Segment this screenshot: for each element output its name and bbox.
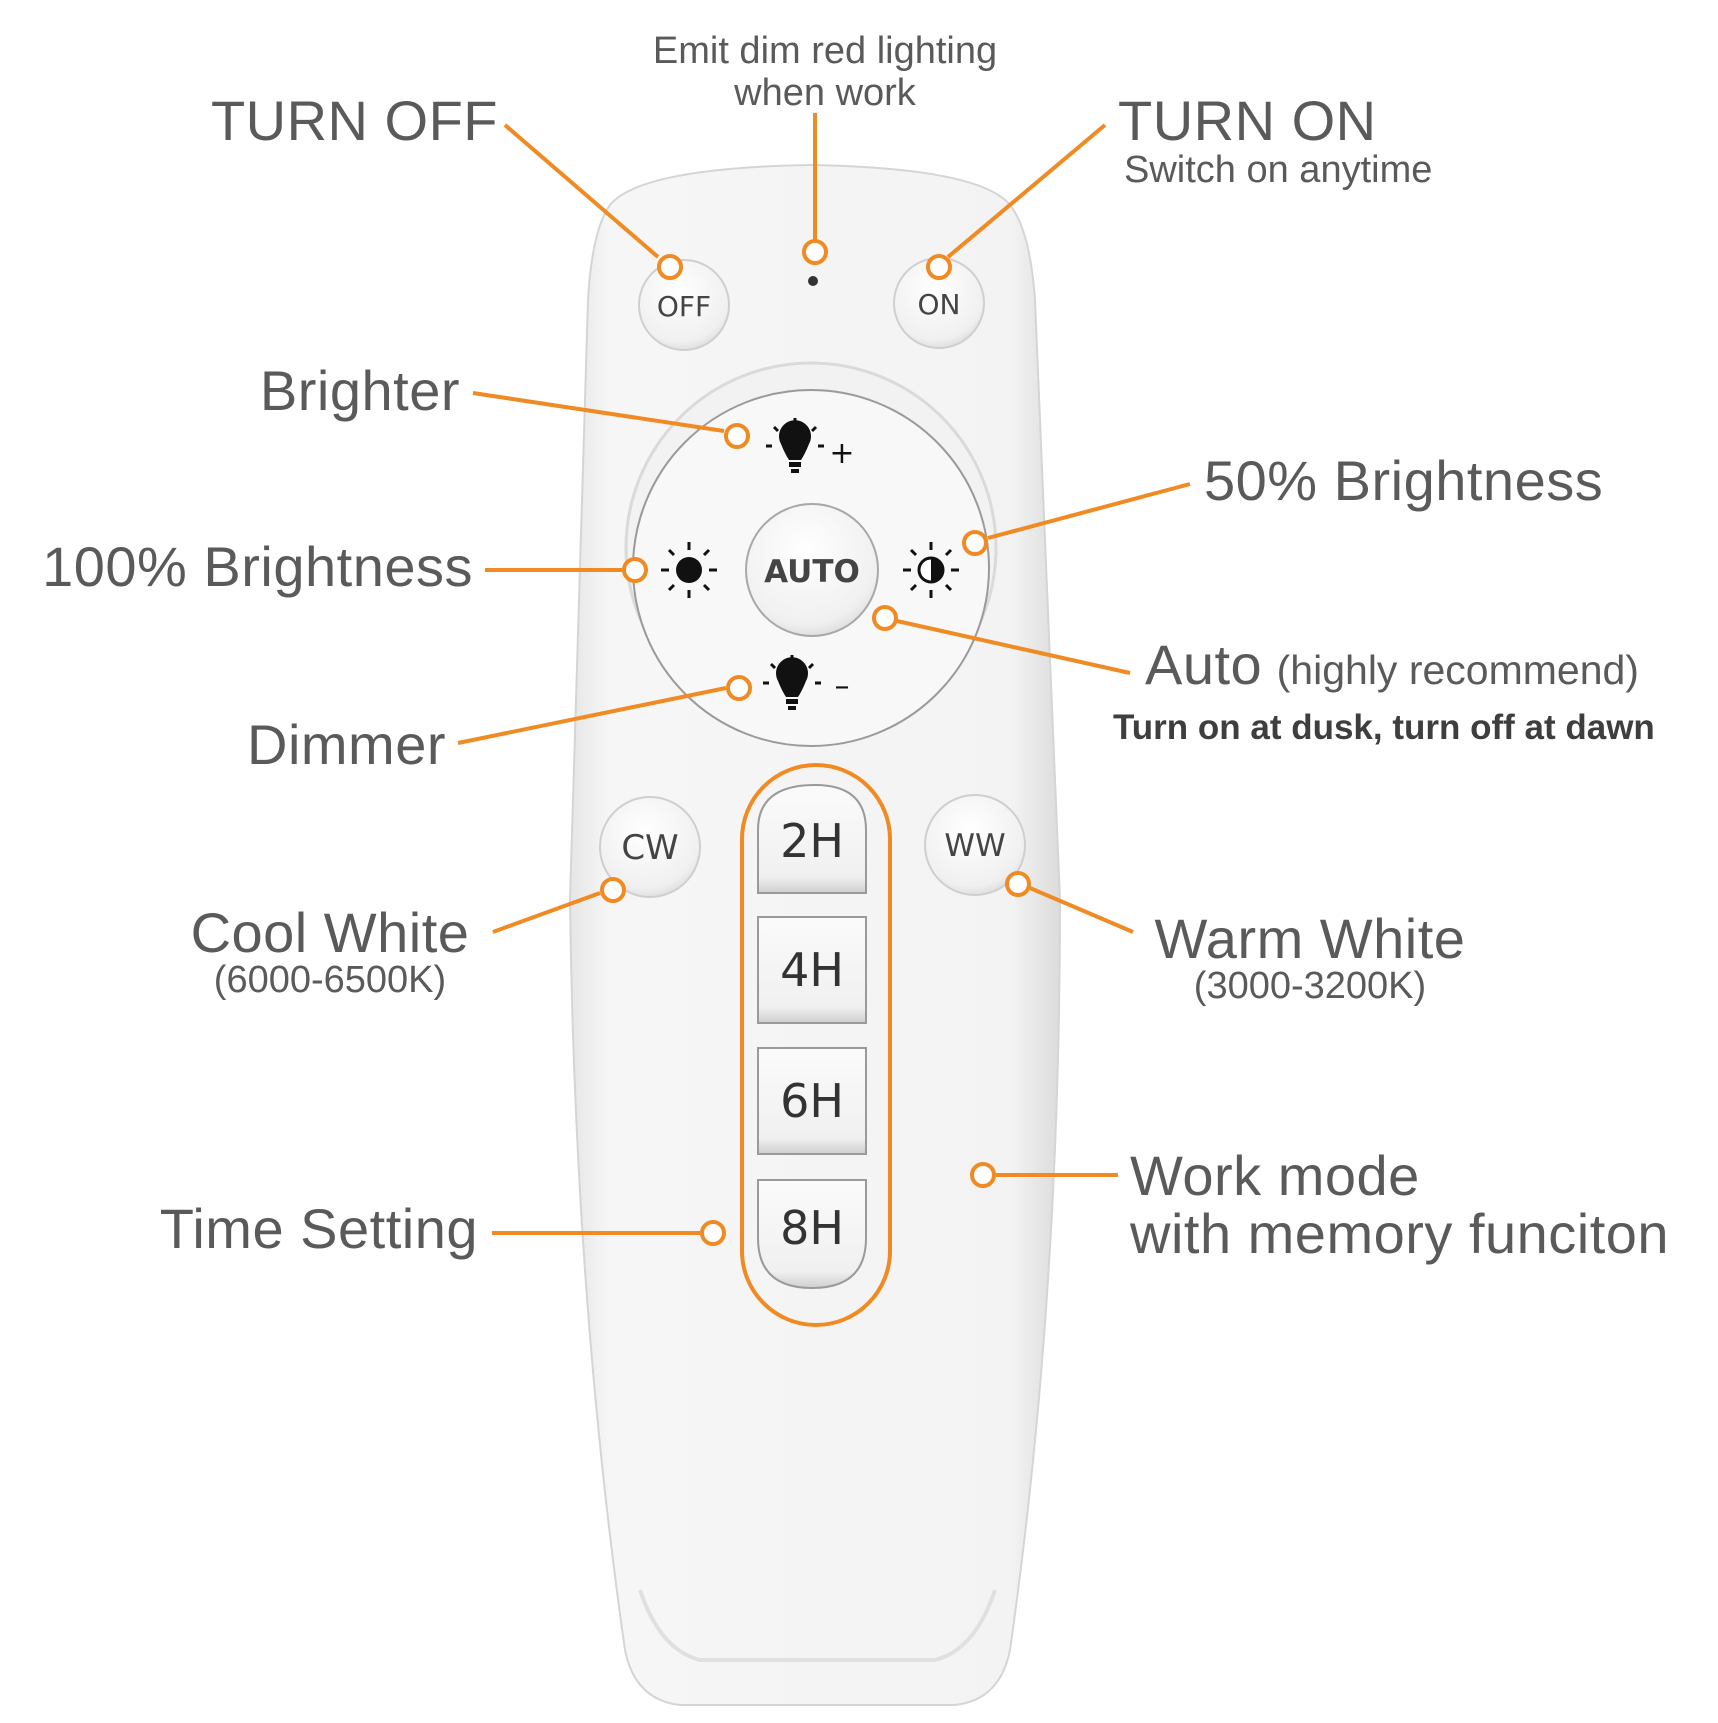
brighter-symbol: + — [829, 436, 854, 471]
marker-cool-white — [600, 877, 626, 903]
marker-full-brightness — [622, 557, 648, 583]
half-brightness-label: 50% Brightness — [1204, 449, 1604, 512]
cool-white-callout: Cool White (6000-6500K) — [160, 900, 500, 1002]
dimmer-label: Dimmer — [247, 713, 446, 776]
brighter-label: Brighter — [259, 359, 460, 422]
leader-markers — [600, 239, 1031, 1246]
warm-white-range: (3000-3200K) — [1193, 965, 1427, 1007]
marker-time-setting — [700, 1220, 726, 1246]
time-setting-label: Time Setting — [159, 1197, 478, 1260]
leader-cool-white — [492, 891, 601, 934]
indicator-callout-line1: Emit dim red lighting — [652, 30, 998, 72]
indicator-callout-line2: when work — [734, 72, 916, 114]
dimmer-button[interactable]: – — [763, 655, 850, 710]
leader-dimmer — [457, 686, 727, 745]
cw-button[interactable]: CW — [599, 796, 701, 898]
leader-brighter — [472, 391, 725, 433]
ww-button[interactable]: WW — [924, 794, 1026, 896]
leader-turn-on — [946, 123, 1107, 259]
auto-note: (highly recommend) — [1276, 647, 1639, 693]
turn-on-subtitle: Switch on anytime — [1124, 149, 1433, 191]
timer-4h-button[interactable]: 4H — [757, 916, 867, 1024]
marker-brighter — [724, 423, 750, 449]
marker-dimmer — [726, 675, 752, 701]
timer-2h-button[interactable]: 2H — [757, 783, 867, 894]
auto-button-label: AUTO — [764, 554, 860, 590]
sun-half-icon — [903, 542, 959, 598]
remote-bottom-bevel — [638, 1589, 997, 1662]
on-button-label: ON — [918, 288, 961, 321]
dimmer-symbol: – — [835, 669, 850, 704]
on-button[interactable]: ON — [893, 257, 985, 349]
leader-auto — [896, 619, 1131, 675]
timer-8h-label: 8H — [780, 1201, 844, 1255]
turn-on-callout: TURN ON Switch on anytime — [1118, 88, 1432, 192]
indicator-callout: Emit dim red lighting when work — [620, 30, 1030, 114]
auto-button[interactable]: AUTO — [745, 503, 879, 637]
timer-4h-label: 4H — [780, 943, 844, 997]
turn-on-title: TURN ON — [1118, 89, 1377, 152]
timer-6h-label: 6H — [780, 1074, 844, 1128]
bulb-plus-icon — [766, 418, 824, 473]
marker-work-mode — [970, 1162, 996, 1188]
ww-button-label: WW — [944, 828, 1005, 864]
cool-white-title: Cool White — [190, 901, 470, 964]
indicator-led — [808, 276, 818, 286]
warm-white-title: Warm White — [1154, 907, 1466, 970]
full-brightness-label: 100% Brightness — [42, 535, 473, 598]
half-brightness-button[interactable] — [903, 542, 959, 598]
bulb-minus-icon — [763, 655, 821, 710]
auto-subtitle: Turn on at dusk, turn off at dawn — [1113, 708, 1655, 747]
timer-2h-label: 2H — [780, 814, 844, 868]
work-mode-line1: Work mode — [1130, 1144, 1420, 1207]
marker-turn-off — [657, 254, 683, 280]
auto-title: Auto — [1145, 633, 1263, 696]
brighter-button[interactable]: + — [766, 418, 855, 473]
leader-half-brightness — [987, 482, 1191, 540]
marker-warm-white — [1005, 871, 1031, 897]
full-brightness-button[interactable] — [661, 542, 717, 598]
turn-off-label: TURN OFF — [210, 89, 498, 152]
marker-turn-on — [926, 254, 952, 280]
leader-warm-white — [1029, 886, 1134, 934]
off-button[interactable]: OFF — [638, 259, 730, 351]
sun-full-icon — [661, 542, 717, 598]
leader-lines — [457, 113, 1191, 1235]
auto-callout: Auto (highly recommend) — [1145, 632, 1639, 697]
work-mode-line2: with memory funciton — [1130, 1202, 1670, 1265]
off-button-label: OFF — [657, 290, 711, 323]
marker-half-brightness — [962, 530, 988, 556]
cw-button-label: CW — [621, 828, 678, 868]
marker-indicator — [802, 239, 828, 265]
marker-auto — [872, 605, 898, 631]
cool-white-range: (6000-6500K) — [213, 959, 447, 1001]
warm-white-callout: Warm White (3000-3200K) — [1130, 906, 1490, 1008]
work-mode-callout: Work mode with memory funciton — [1130, 1147, 1669, 1263]
timer-8h-button[interactable]: 8H — [757, 1179, 867, 1290]
timer-6h-button[interactable]: 6H — [757, 1047, 867, 1155]
timer-group-highlight — [740, 763, 892, 1327]
leader-turn-off — [503, 123, 660, 259]
